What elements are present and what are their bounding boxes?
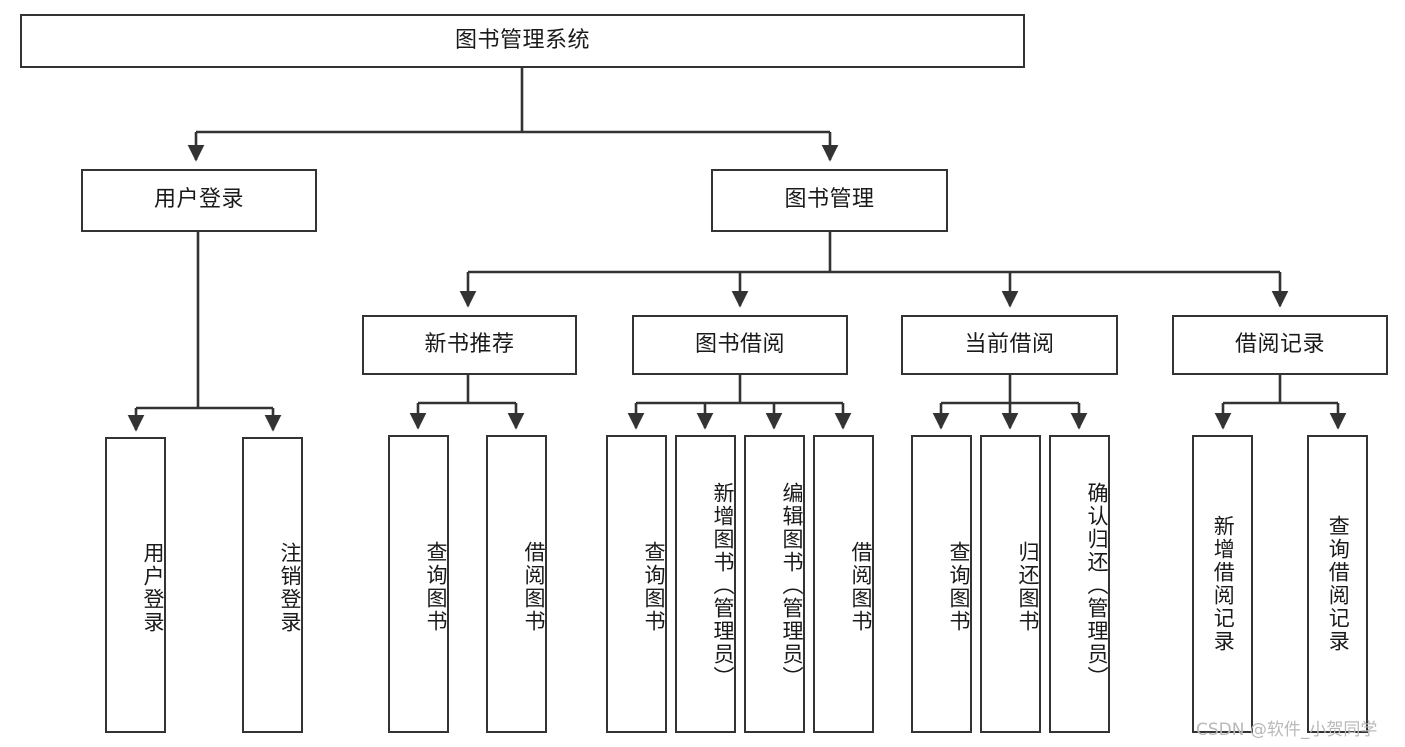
node-current-borrow-label: 当前借阅 [964,331,1055,357]
leaf-label: 查询借阅记录 [1326,515,1351,653]
leaf-current-query-book[interactable]: 查询图书 [911,435,972,733]
leaf-user-login-signin[interactable]: 用户登录 [105,437,166,733]
node-current-borrow[interactable]: 当前借阅 [901,315,1118,375]
leaf-current-return-book[interactable]: 归还图书 [980,435,1041,733]
leaf-record-query[interactable]: 查询借阅记录 [1307,435,1368,733]
leaf-label: 归还图书 [1016,541,1040,633]
node-book-borrow[interactable]: 图书借阅 [632,315,848,375]
leaf-label: 查询图书 [947,541,971,633]
leaf-label: 借阅图书 [849,541,873,633]
leaf-borrow-add-book-admin[interactable]: 新增图书（管理员） [675,435,736,733]
leaf-new-book-query[interactable]: 查询图书 [388,435,449,733]
node-book-management[interactable]: 图书管理 [711,169,948,232]
leaf-borrow-query-book[interactable]: 查询图书 [606,435,667,733]
leaf-label: 注销登录 [278,542,302,634]
leaf-label: 编辑图书（管理员） [780,482,804,689]
node-borrow-record[interactable]: 借阅记录 [1172,315,1388,375]
leaf-new-book-borrow[interactable]: 借阅图书 [486,435,547,733]
leaf-borrow-edit-book-admin[interactable]: 编辑图书（管理员） [744,435,805,733]
csdn-watermark: CSDN @软件_小贺同学 [1196,720,1378,740]
leaf-current-confirm-return-admin[interactable]: 确认归还（管理员） [1049,435,1110,733]
node-root[interactable]: 图书管理系统 [20,14,1025,68]
node-user-login[interactable]: 用户登录 [81,169,317,232]
node-root-label: 图书管理系统 [454,27,590,53]
leaf-label: 借阅图书 [522,541,546,633]
node-book-management-label: 图书管理 [784,187,875,213]
leaf-borrow-borrow-book[interactable]: 借阅图书 [813,435,874,733]
leaf-label: 查询图书 [642,541,666,633]
leaf-label: 新增图书（管理员） [711,482,735,689]
node-new-book-recommend[interactable]: 新书推荐 [362,315,577,375]
node-user-login-label: 用户登录 [153,187,244,213]
leaf-user-login-signout[interactable]: 注销登录 [242,437,303,733]
leaf-label: 用户登录 [141,542,165,634]
leaf-label: 新增借阅记录 [1211,515,1236,653]
node-book-borrow-label: 图书借阅 [694,331,785,357]
leaf-label: 确认归还（管理员） [1085,482,1109,689]
node-new-book-recommend-label: 新书推荐 [424,331,515,357]
leaf-label: 查询图书 [424,541,448,633]
node-borrow-record-label: 借阅记录 [1234,331,1325,357]
leaf-record-add[interactable]: 新增借阅记录 [1192,435,1253,733]
